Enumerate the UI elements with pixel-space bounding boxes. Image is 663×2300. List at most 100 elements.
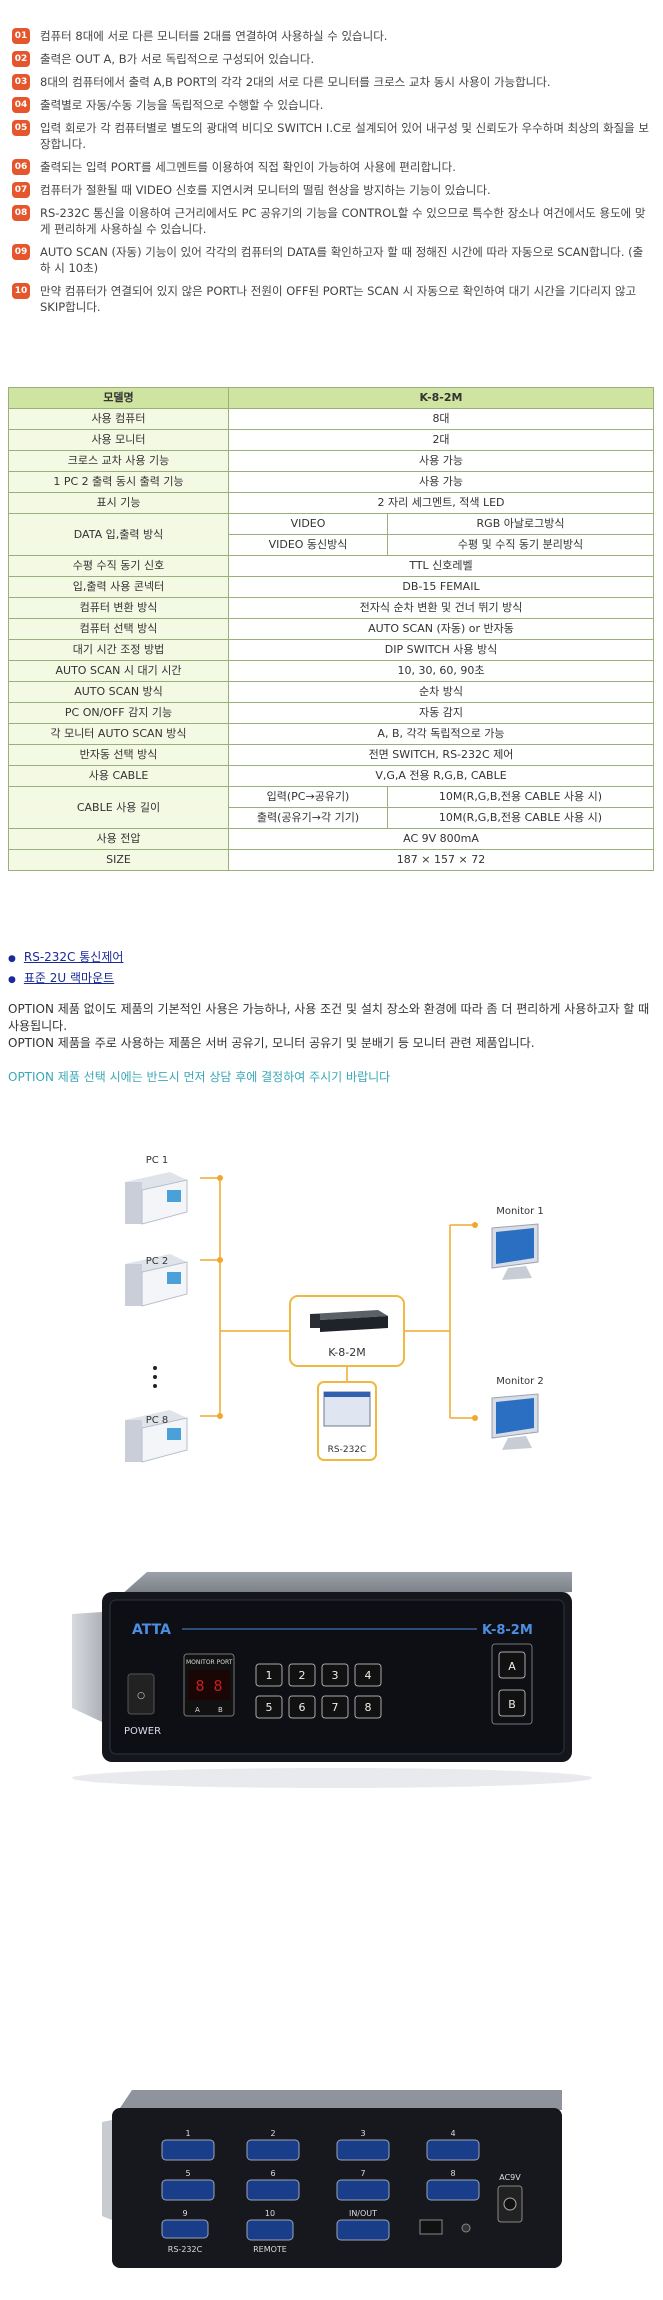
key-button-3[interactable] xyxy=(321,1663,349,1687)
product-back-photo: 1 2 3 4 5 6 7 8 9 10 RS-232C REMOTE IN/O… xyxy=(32,2070,632,2300)
key-button-7[interactable] xyxy=(321,1695,349,1719)
key-label: 2 xyxy=(299,1669,306,1682)
spec-value: 전자식 순차 변환 및 건너 뛰기 방식 xyxy=(228,597,654,619)
feature-text: 컴퓨터가 절환될 때 VIDEO 신호를 지연시켜 모니터의 떨림 현상을 방지… xyxy=(40,183,491,197)
feature-number: 05 xyxy=(12,120,30,136)
port-connector-icon xyxy=(336,2179,390,2201)
option-link-rs232c[interactable]: RS-232C 통신제어 xyxy=(23,950,124,964)
spec-value: 187 × 157 × 72 xyxy=(228,849,654,871)
option-paragraph-2: OPTION 제품을 주로 사용하는 제품은 서버 공유기, 모니터 공유기 및… xyxy=(8,1036,535,1050)
pc-icon xyxy=(125,1254,188,1307)
port-connector-icon xyxy=(161,2219,209,2239)
key-button-1[interactable] xyxy=(255,1663,283,1687)
front-power-label: POWER xyxy=(124,1726,161,1737)
bullet-icon: ● xyxy=(8,954,16,964)
feature-item: 03 8대의 컴퓨터에서 출력 A,B PORT의 각각 2대의 서로 다른 모니… xyxy=(12,74,652,90)
spec-value: TTL 신호레벨 xyxy=(228,555,654,577)
port-label: 7 xyxy=(360,2169,365,2178)
connection-lines xyxy=(200,1177,475,1419)
ac-port-label: AC9V xyxy=(499,2173,521,2182)
key-button-2[interactable] xyxy=(288,1663,316,1687)
feature-text: 8대의 컴퓨터에서 출력 A,B PORT의 각각 2대의 서로 다른 모니터를… xyxy=(40,75,551,89)
output-b-button[interactable] xyxy=(498,1689,526,1717)
option-link-rackmount[interactable]: 표준 2U 랙마운트 xyxy=(23,971,115,985)
monitor-icon xyxy=(491,1223,539,1280)
front-monitor-port-label: MONITOR PORT xyxy=(186,1659,233,1666)
spec-label: 컴퓨터 변환 방식 xyxy=(8,597,229,619)
pc-icon xyxy=(125,1410,188,1463)
port-label: 2 xyxy=(270,2129,275,2138)
spec-label: DATA 입,출력 방식 xyxy=(8,513,229,556)
feature-number: 07 xyxy=(12,182,30,198)
spec-value: 10, 30, 60, 90초 xyxy=(228,660,654,682)
power-jack-hole-icon xyxy=(503,2197,517,2211)
spec-value: 순차 방식 xyxy=(228,681,654,703)
rs232-port-label: RS-232C xyxy=(168,2245,203,2254)
spec-value: V,G,A 전용 R,G,B, CABLE xyxy=(228,765,654,787)
feature-number: 08 xyxy=(12,205,30,221)
key-buttons xyxy=(255,1663,382,1719)
option-link-item: ● RS-232C 통신제어 xyxy=(8,948,123,965)
feature-text: 출력은 OUT A, B가 서로 독립적으로 구성되어 있습니다. xyxy=(40,52,315,66)
option-link-item: ●표준 2U 랙마운트 xyxy=(8,969,123,986)
spec-label: 사용 CABLE xyxy=(8,765,229,787)
feature-number: 10 xyxy=(12,283,30,299)
feature-text: RS-232C 통신을 이용하여 근거리에서도 PC 공유기의 기능을 CONT… xyxy=(40,206,646,236)
port-connector-icon xyxy=(161,2139,215,2161)
spec-value: 8대 xyxy=(228,408,654,430)
monitor1-label: Monitor 1 xyxy=(496,1206,544,1217)
spec-value: AC 9V 800mA xyxy=(228,828,654,850)
feature-number: 03 xyxy=(12,74,30,90)
key-button-5[interactable] xyxy=(255,1695,283,1719)
device-label: K-8-2M xyxy=(328,1346,366,1359)
key-button-8[interactable] xyxy=(354,1695,382,1719)
remote-port-label: REMOTE xyxy=(253,2245,287,2254)
key-button-4[interactable] xyxy=(354,1663,382,1687)
output-b-label: B xyxy=(508,1698,516,1711)
port-connector-icon xyxy=(426,2179,480,2201)
spec-label: 사용 컴퓨터 xyxy=(8,408,229,430)
key-button-6[interactable] xyxy=(288,1695,316,1719)
spec-value: 자동 감지 xyxy=(228,702,654,724)
output-a-button[interactable] xyxy=(498,1651,526,1679)
pc8-label: PC 8 xyxy=(146,1415,169,1426)
spec-value: A, B, 각각 독립적으로 가능 xyxy=(228,723,654,745)
spec-value: 사용 가능 xyxy=(228,471,654,493)
spec-label: 1 PC 2 출력 동시 출력 기능 xyxy=(8,471,229,493)
port-label: 9 xyxy=(182,2209,187,2218)
spec-value: 사용 가능 xyxy=(228,450,654,472)
key-label: 3 xyxy=(332,1669,339,1682)
connection-diagram: PC 1 PC 2 PC 8 K-8-2M RS-232C Monitor 1 … xyxy=(125,1155,544,1463)
spec-label: 사용 전압 xyxy=(8,828,229,850)
output-selector-panel xyxy=(491,1643,533,1725)
software-window-icon xyxy=(323,1391,371,1427)
spec-label: SIZE xyxy=(8,849,229,871)
port-connector-icon xyxy=(426,2139,480,2161)
spec-header-row: 모델명 K-8-2M xyxy=(8,387,654,409)
spec-subcell: VIDEO 동신방식 xyxy=(228,534,388,556)
output-a-label: A xyxy=(508,1660,516,1673)
led-display-panel xyxy=(188,1670,230,1700)
spec-label: 입,출력 사용 콘넥터 xyxy=(8,576,229,598)
monitor2-label: Monitor 2 xyxy=(496,1376,544,1387)
power-switch-mark-icon: ○ xyxy=(137,1691,145,1701)
spec-label: 수평 수직 동기 신호 xyxy=(8,555,229,577)
key-label: 8 xyxy=(365,1701,372,1714)
spec-label: CABLE 사용 길이 xyxy=(8,786,229,829)
key-label: 6 xyxy=(299,1701,306,1714)
ellipsis-icon xyxy=(153,1366,157,1388)
spec-value: 10M(R,G,B,전용 CABLE 사용 시) xyxy=(387,807,654,829)
spec-label: 각 모니터 AUTO SCAN 방식 xyxy=(8,723,229,745)
port-connector-icon xyxy=(246,2219,294,2241)
spec-header-label: 모델명 xyxy=(8,387,229,409)
key-label: 1 xyxy=(266,1669,273,1682)
feature-text: 만약 컴퓨터가 연결되어 있지 않은 PORT나 전원이 OFF된 PORT는 … xyxy=(40,284,637,314)
spec-value: RGB 아날로그방식 xyxy=(387,513,654,535)
switch-device-icon xyxy=(310,1310,388,1332)
port-label: 1 xyxy=(185,2129,190,2138)
